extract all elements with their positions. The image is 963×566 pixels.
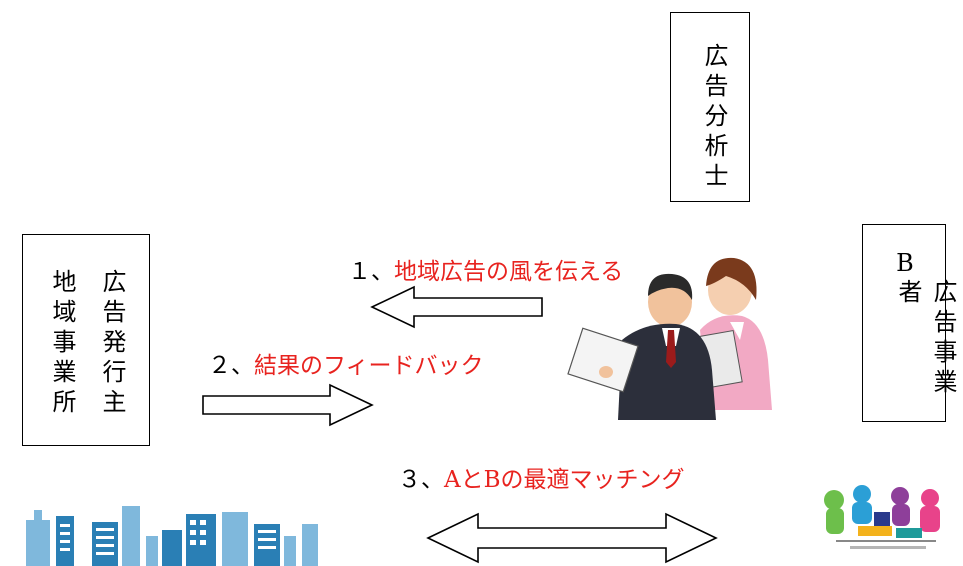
step-3-number: ３、: [398, 467, 444, 493]
analyst-label: 広告分析士: [700, 43, 728, 193]
double-arrow-icon: [426, 512, 718, 564]
step-1-label: １、地域広告の風を伝える: [348, 252, 623, 286]
advertiser-label-line1: 広告発行主: [98, 269, 126, 419]
step-2-number: ２、: [208, 353, 254, 379]
b-advertiser-label: 広告事業者: [894, 279, 957, 399]
analyst-box: 広告分析士: [670, 12, 750, 202]
step-3-label: ３、AとBの最適マッチング: [398, 460, 685, 494]
advertiser-box: 広告発行主 地域事業所: [22, 234, 150, 446]
step-1-text: 地域広告の風を伝える: [394, 259, 624, 285]
cityscape-illustration: [26, 506, 318, 566]
b-advertiser-box: B 広告事業者: [862, 224, 957, 422]
step-1-number: １、: [348, 259, 394, 285]
community-group-illustration: [824, 485, 940, 549]
advertiser-label-line2: 地域事業所: [48, 269, 76, 419]
businesspeople-illustration: [567, 257, 772, 420]
step-2-label: ２、結果のフィードバック: [208, 346, 484, 380]
arrow-left-icon: [370, 285, 543, 329]
step-3-text: AとBの最適マッチング: [444, 467, 685, 493]
step-2-text: 結果のフィードバック: [254, 353, 484, 379]
arrow-right-icon: [202, 383, 374, 427]
b-advertiser-letter: B: [891, 249, 919, 283]
